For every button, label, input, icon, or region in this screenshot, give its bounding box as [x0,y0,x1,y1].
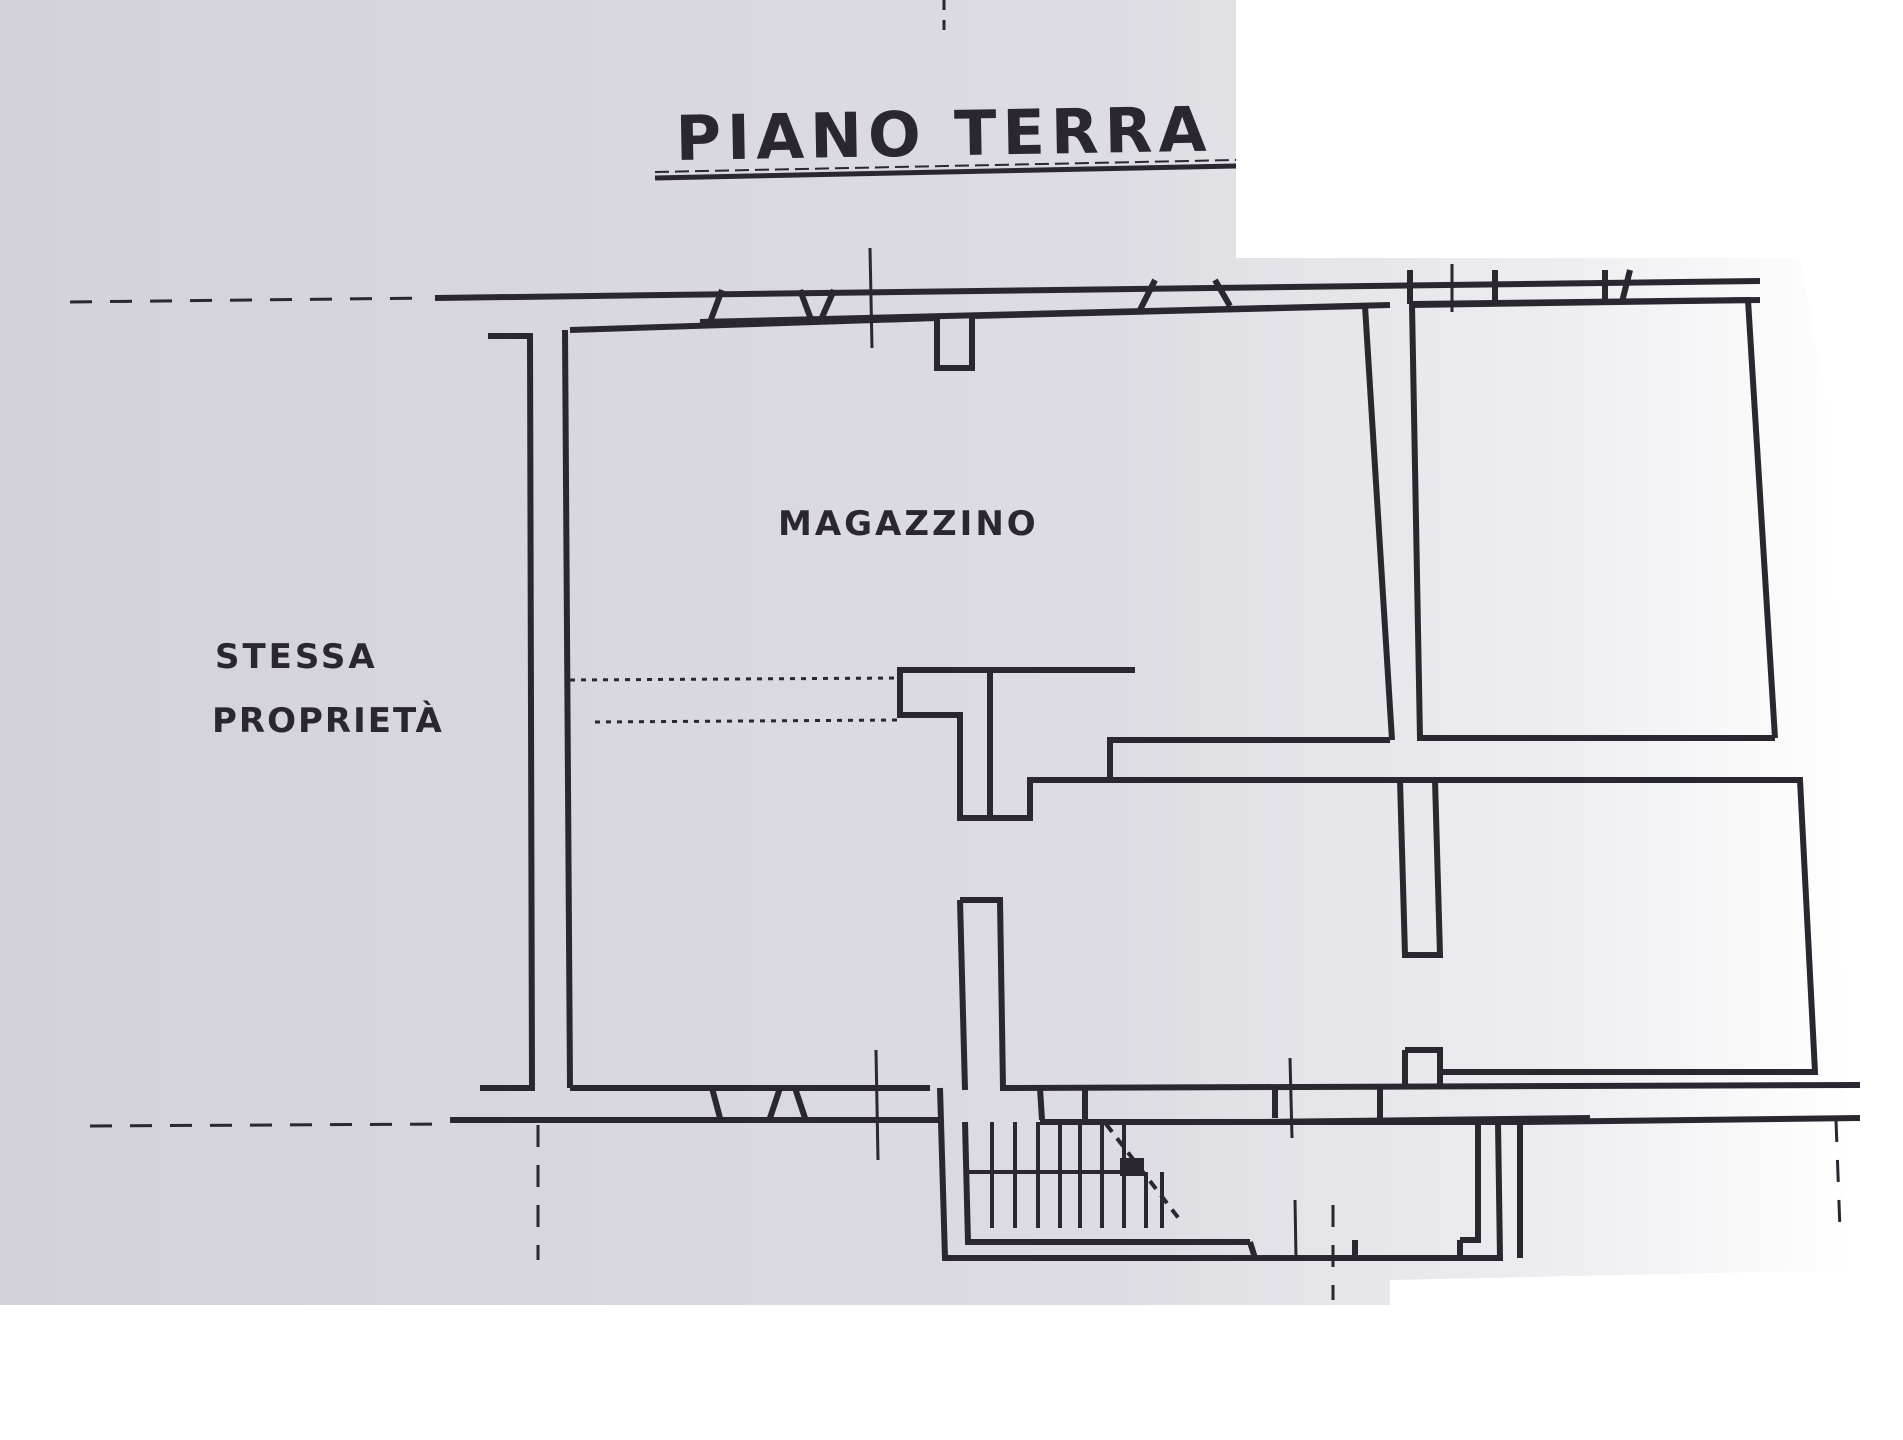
title-block: PIANO TERRA [654,93,1237,181]
adjacent-label-line1: STESSA [215,637,378,677]
axis-marks [868,247,1454,1259]
property-lines [69,296,1842,1300]
walls [434,269,1861,1261]
staircase [968,1122,1182,1228]
adjacent-label-line2: PROPRIETÀ [212,700,444,741]
scanned-paper [0,0,1850,1305]
hidden-lines [569,676,901,724]
title-text: PIANO TERRA [675,93,1213,175]
room-label-magazzino: MAGAZZINO [778,504,1039,544]
